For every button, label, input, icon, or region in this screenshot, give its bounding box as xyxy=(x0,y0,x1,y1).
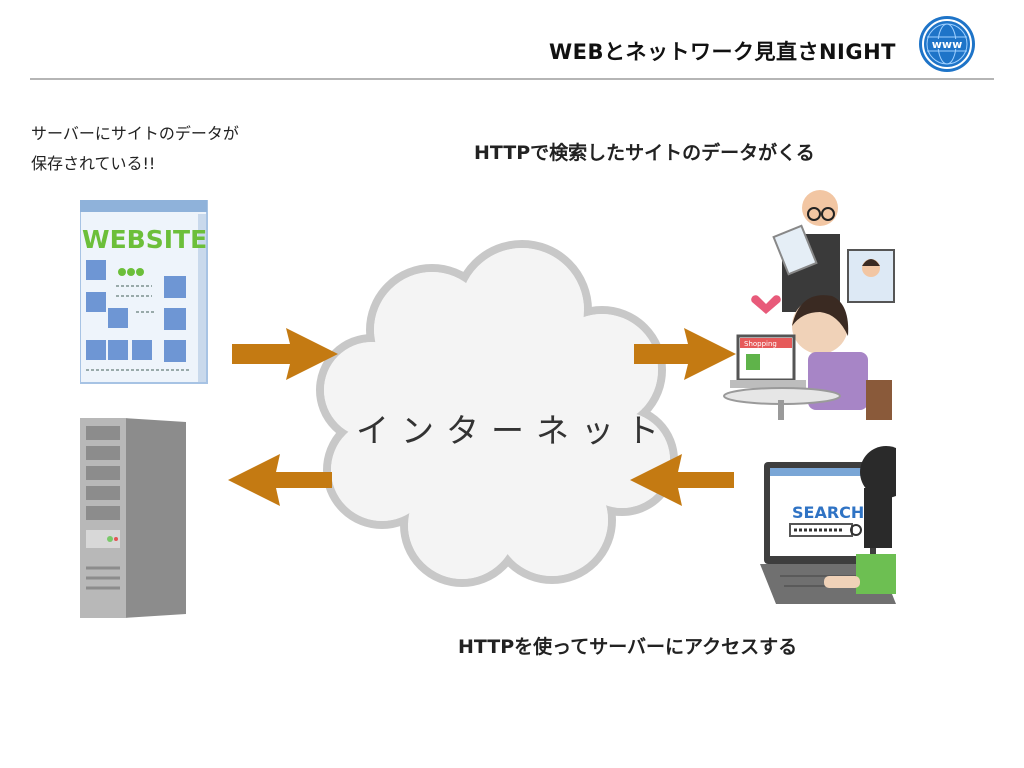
arrow-to-client xyxy=(634,328,736,380)
arrow-from-client xyxy=(630,454,734,506)
arrow-from-internet xyxy=(228,454,332,506)
internet-cloud xyxy=(316,240,678,587)
server-note-line-1: サーバーにサイトのデータが xyxy=(31,124,239,143)
arrow-to-internet xyxy=(232,328,338,380)
server-note-line-2: 保存されている!! xyxy=(31,154,156,173)
shopping-illustration: Shopping xyxy=(723,190,895,420)
globe-logo-icon: www xyxy=(919,16,975,72)
caption-request: HTTPを使ってサーバーにアクセスする xyxy=(458,636,798,658)
internet-label: インターネット xyxy=(356,411,671,450)
header-divider xyxy=(30,78,994,80)
caption-response: HTTPで検索したサイトのデータがくる xyxy=(474,142,815,164)
search-illustration: SEARCH xyxy=(760,446,896,604)
search-screen-text: SEARCH xyxy=(792,503,864,522)
website-illustration: WEBSITE xyxy=(80,200,208,384)
website-banner-text: WEBSITE xyxy=(82,225,207,254)
server-note: サーバーにサイトのデータが 保存されている!! xyxy=(31,119,239,179)
logo-text: www xyxy=(932,38,963,51)
server-illustration xyxy=(80,418,186,618)
page-title: WEBとネットワーク見直さNIGHT xyxy=(548,40,896,64)
shopping-screen-text: Shopping xyxy=(744,340,777,348)
